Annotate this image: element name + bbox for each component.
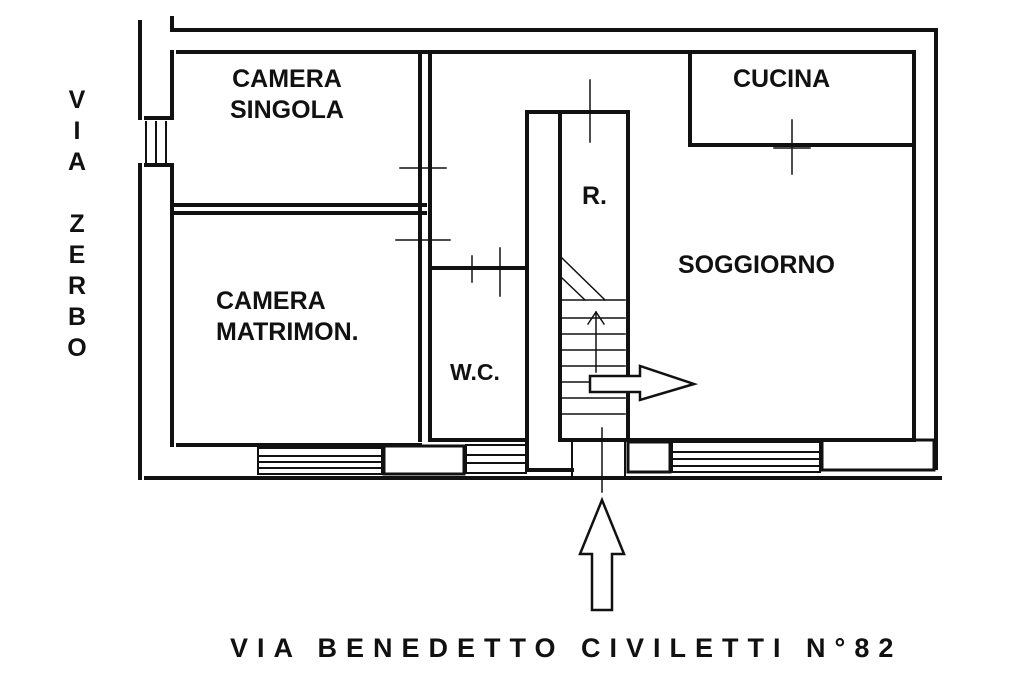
- window-bottom-1: [257, 447, 383, 475]
- street-left-char: B: [67, 303, 87, 331]
- street-left-char: I: [73, 117, 81, 145]
- up-arrow-icon: [578, 496, 626, 612]
- street-left-char: R: [67, 272, 87, 300]
- window-bottom-2: [465, 444, 527, 474]
- room-label-wc: W.C.: [450, 359, 500, 385]
- street-left-char: E: [68, 241, 86, 269]
- street-left-char: A: [67, 148, 87, 176]
- street-label-left: V I A Z E R B O: [62, 85, 92, 364]
- room-label-cucina: CUCINA: [733, 65, 831, 93]
- street-label-bottom: VIA BENEDETTO CIVILETTI N°82: [230, 633, 903, 663]
- entrance-door: [571, 427, 626, 493]
- street-left-char: V: [68, 86, 86, 114]
- window-left: [145, 121, 167, 163]
- street-left-char: Z: [69, 210, 85, 238]
- window-bottom-3: [671, 441, 821, 473]
- wall-piers: [382, 438, 936, 476]
- room-label-ripostiglio: R.: [582, 182, 607, 210]
- right-arrow-icon: [588, 364, 699, 402]
- door-marks: [395, 79, 811, 297]
- room-label-camera-singola: CAMERA SINGOLA: [230, 65, 344, 124]
- room-label-camera-matrimoniale: CAMERA MATRIMON.: [216, 287, 359, 346]
- room-label-soggiorno: SOGGIORNO: [678, 251, 835, 279]
- street-left-char: O: [67, 334, 87, 362]
